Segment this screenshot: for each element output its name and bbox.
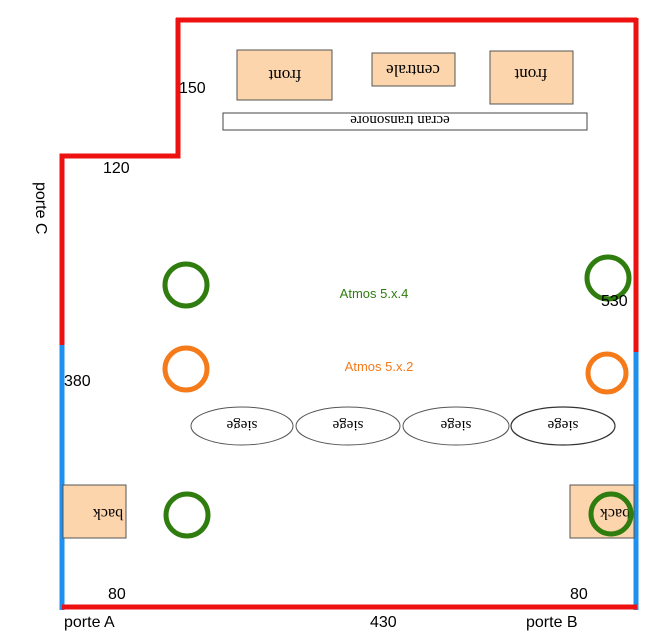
speaker-front-right-label: front xyxy=(514,65,547,84)
seat-4[interactable]: siege xyxy=(510,406,616,446)
speaker-back-right-label: back xyxy=(600,505,630,522)
seat-3-label: siege xyxy=(440,417,471,433)
atmos-4-left-front-circle[interactable] xyxy=(162,261,210,309)
dimension-120: 120 xyxy=(103,160,130,177)
seat-4-label: siege xyxy=(547,417,578,433)
dimension-80-left: 80 xyxy=(108,586,126,603)
dimension-380: 380 xyxy=(64,373,91,390)
door-a-label: porte A xyxy=(64,614,115,631)
screen: ecran transonore xyxy=(222,112,588,131)
speaker-back-left[interactable]: back xyxy=(62,484,127,539)
speaker-center[interactable]: centrale xyxy=(371,52,456,87)
speaker-back-left-label: back xyxy=(93,505,123,522)
atmos-4-left-rear-circle[interactable] xyxy=(163,491,211,539)
atmos-2-left-circle[interactable] xyxy=(162,345,210,393)
seat-3[interactable]: siege xyxy=(402,406,510,446)
atmos-4-right-rear-circle[interactable] xyxy=(588,491,634,537)
seat-1-label: siege xyxy=(226,417,257,433)
dimension-150: 150 xyxy=(179,80,206,97)
dimension-430: 430 xyxy=(370,614,397,631)
speaker-front-left[interactable]: front xyxy=(236,49,333,101)
walls xyxy=(59,17,639,610)
speaker-front-right[interactable]: front xyxy=(489,50,574,105)
speaker-front-left-label: front xyxy=(268,66,301,85)
seat-2-label: siege xyxy=(332,417,363,433)
speaker-center-label: centrale xyxy=(386,61,440,80)
atmos-4-label: Atmos 5.x.4 xyxy=(340,286,409,301)
atmos-2-right-circle[interactable] xyxy=(585,351,629,395)
door-c-label: porte C xyxy=(32,182,49,234)
wall-top-red xyxy=(59,18,181,345)
atmos-4-right-front-circle[interactable] xyxy=(584,254,632,302)
dimension-530: 530 xyxy=(601,293,628,310)
seat-2[interactable]: siege xyxy=(295,406,401,446)
door-b-label: porte B xyxy=(526,614,578,631)
screen-label: ecran transonore xyxy=(350,112,450,128)
dimension-80-right: 80 xyxy=(570,586,588,603)
atmos-2-label: Atmos 5.x.2 xyxy=(345,359,414,374)
seat-1[interactable]: siege xyxy=(190,406,294,446)
